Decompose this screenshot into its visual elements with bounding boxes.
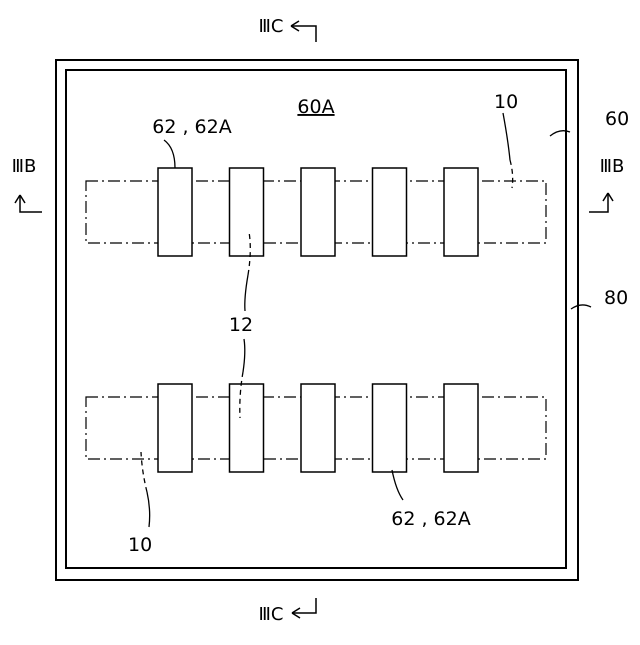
label-62-62A-top: 62 , 62A [152,116,231,138]
section-arrow-bottom [292,598,316,618]
pad-top-5 [444,168,478,256]
label-80: 80 [604,287,628,309]
pad-top-3 [301,168,335,256]
leader-12-upper-solid [245,275,248,311]
leader-10-top-dashed [510,160,513,188]
leader-10-bottom-dashed [141,452,147,492]
leader-10-top-solid [503,113,510,160]
inner-frame-60 [66,70,566,568]
section-arrow-top [291,21,316,42]
section-marker-bottom: ⅢC [259,604,284,625]
pad-bottom-4 [373,384,407,472]
leader-62-top [164,140,175,168]
section-arrow-left [15,195,42,212]
section-marker-left: ⅢB [12,156,37,177]
leader-12-lower-solid [243,339,245,372]
pad-top-4 [373,168,407,256]
leader-80 [571,305,591,309]
pad-bottom-3 [301,384,335,472]
label-62-62A-bottom: 62 , 62A [391,508,470,530]
label-60: 60 [605,108,629,130]
pads-group [158,168,478,472]
pad-bottom-5 [444,384,478,472]
pad-bottom-2 [230,384,264,472]
label-12: 12 [229,314,253,336]
leader-10-bottom-solid [147,492,150,527]
label-10-top: 10 [494,91,518,113]
pad-top-1 [158,168,192,256]
section-marker-top: ⅢC [259,16,284,37]
pad-top-2 [230,168,264,256]
section-marker-right: ⅢB [600,156,625,177]
pad-bottom-1 [158,384,192,472]
label-60A: 60A [297,96,334,118]
outer-frame-80 [56,60,578,580]
leader-62-bottom [392,470,403,500]
label-10-bottom: 10 [128,534,152,556]
section-arrow-right [589,193,613,212]
